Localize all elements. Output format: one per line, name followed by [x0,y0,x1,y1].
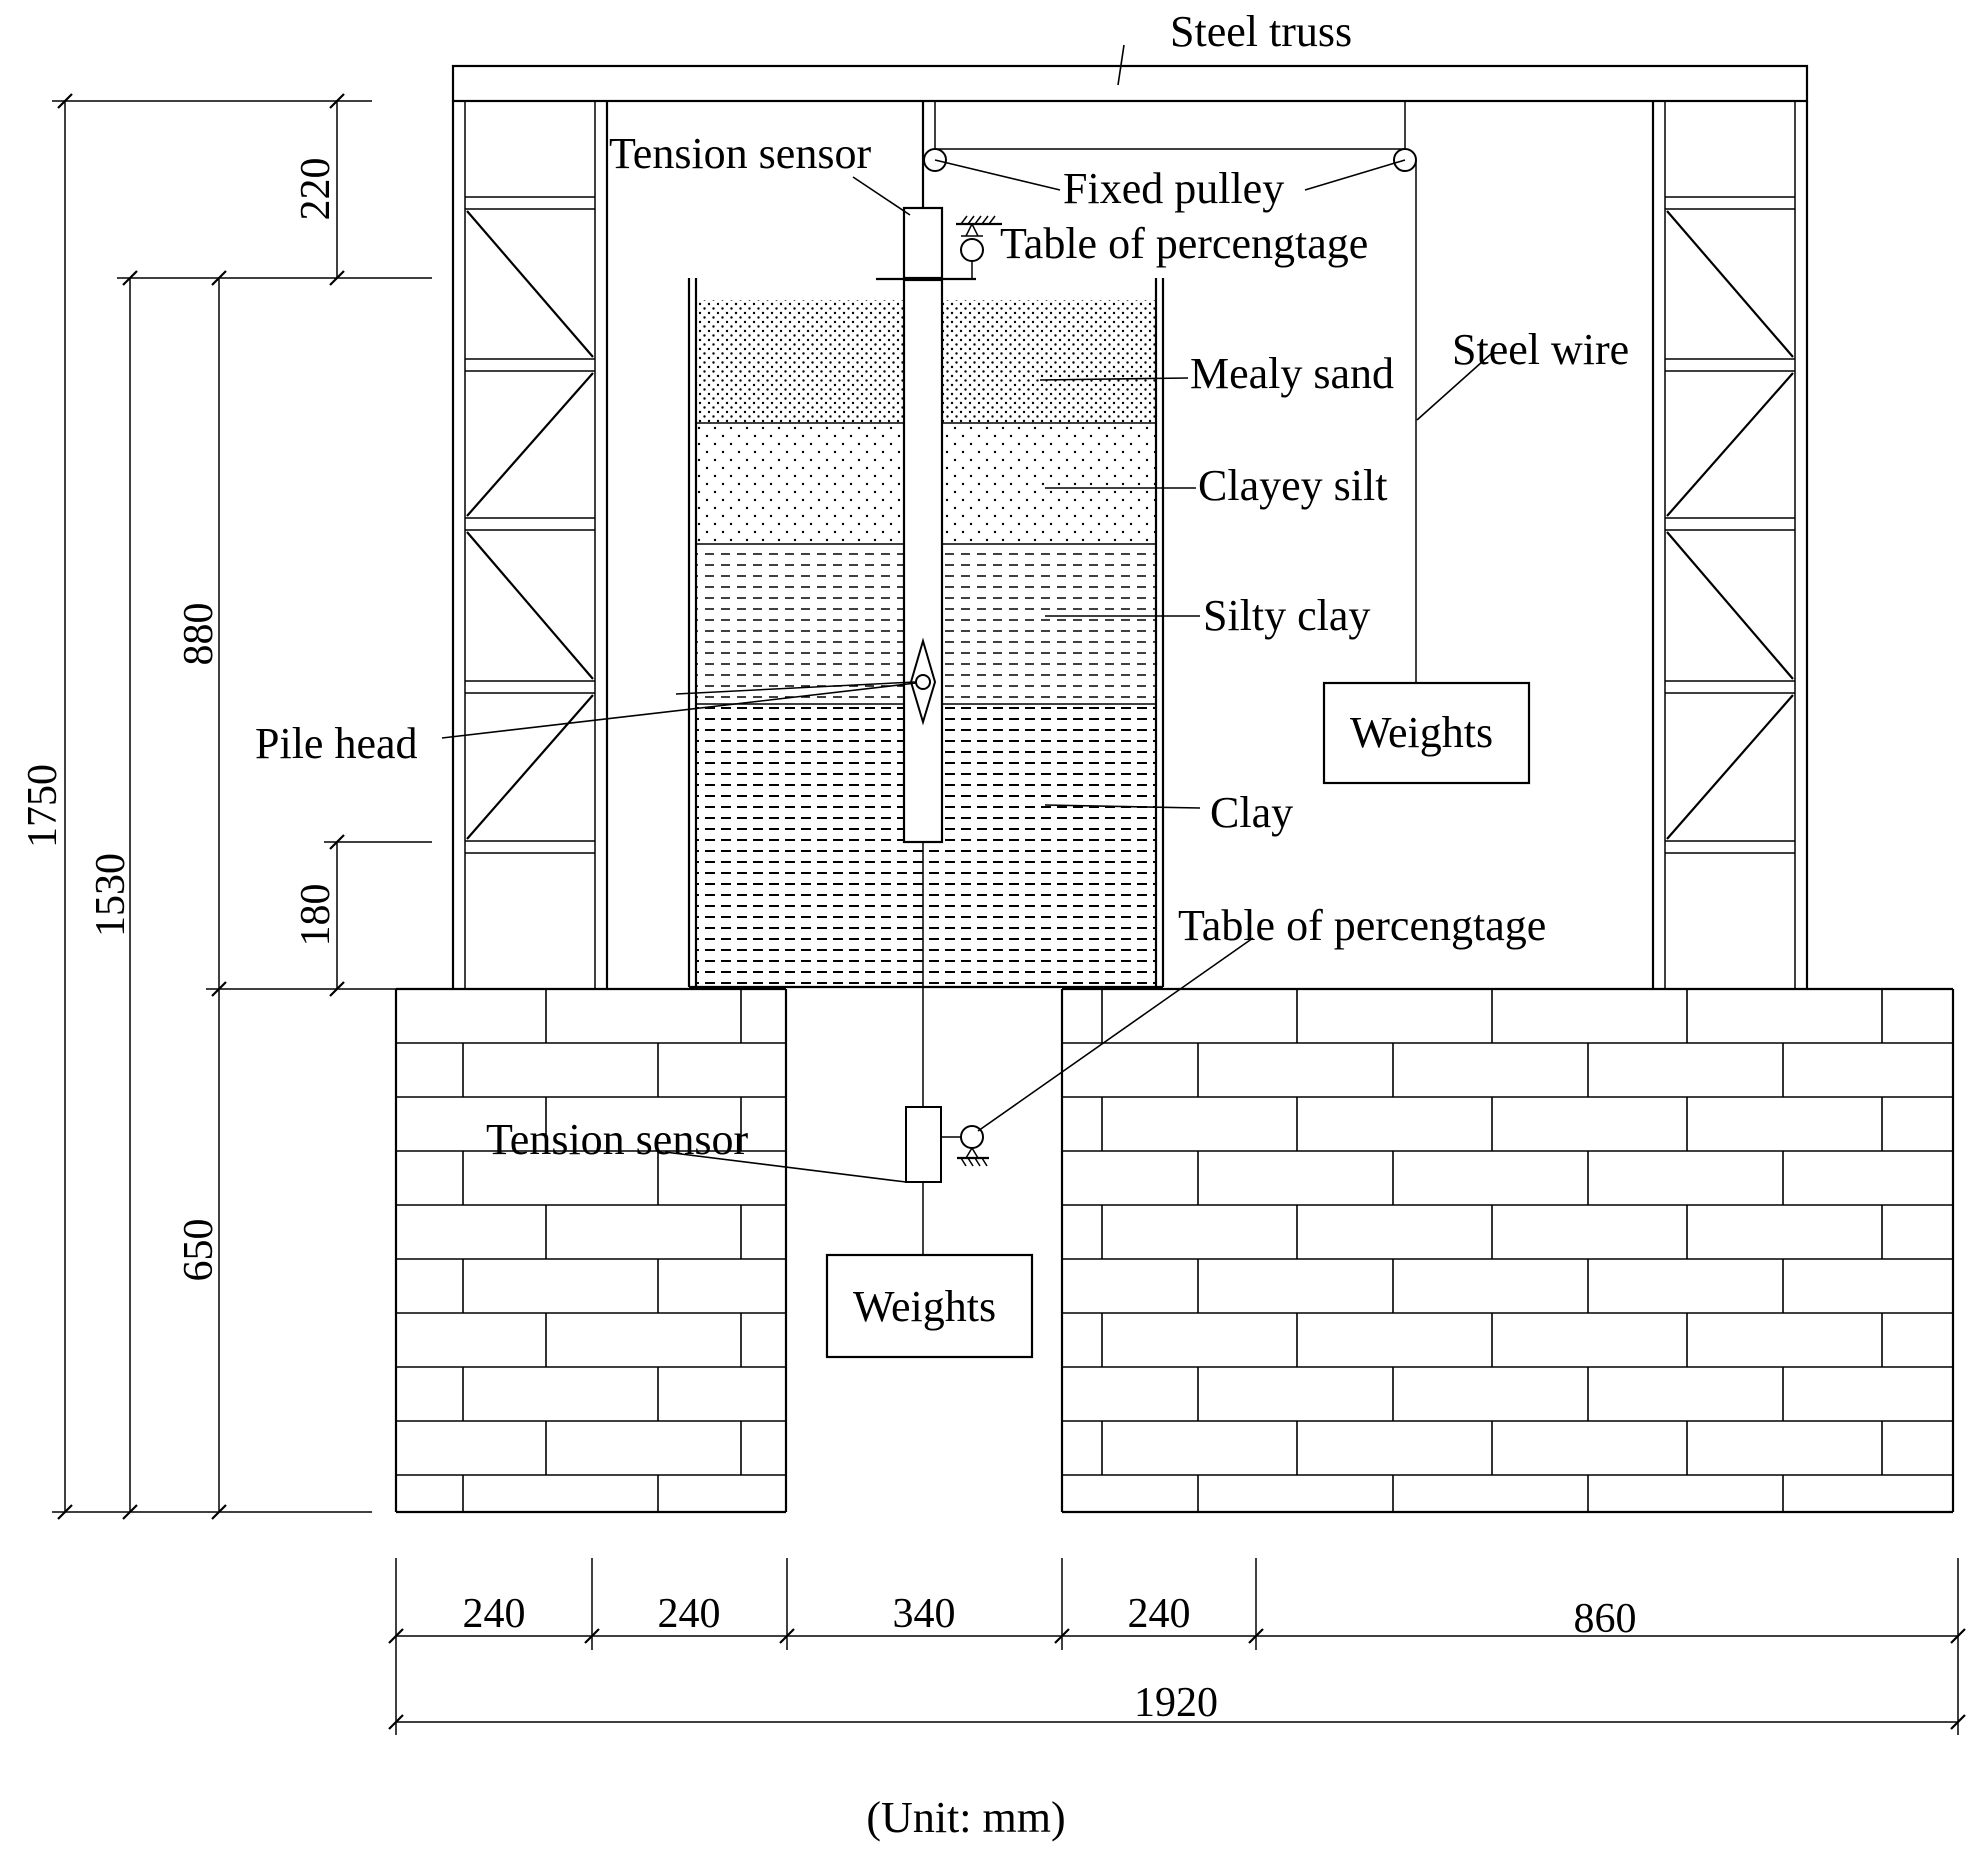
weights-right-box [1322,681,1531,785]
pile-head-marker [675,637,937,726]
component-labels: Steel truss Tension sensor Fixed pulley … [255,7,1629,1331]
dim-240-b: 240 [658,1591,721,1637]
label-weights-bottom: Weights [853,1282,996,1331]
bottom-loading-assembly [825,1106,1034,1359]
dim-340: 340 [893,1591,956,1637]
dim-650: 650 [176,1219,222,1282]
dial-gauge-top [956,215,1002,278]
dim-220: 220 [293,158,339,221]
unit-note: (Unit: mm) [866,1793,1065,1842]
tension-sensor-top-body [902,206,944,280]
weights-bottom-box [825,1253,1034,1359]
dim-1530: 1530 [88,853,134,937]
dim-860: 860 [1574,1596,1637,1642]
dim-1750: 1750 [20,764,66,848]
label-table-top: Table of percengtage [1000,219,1368,268]
pulley-system [923,101,1531,785]
label-silty-clay: Silty clay [1203,591,1370,640]
label-steel-truss: Steel truss [1170,7,1352,56]
label-fixed-pulley: Fixed pulley [1063,164,1284,213]
label-mealy-sand: Mealy sand [1190,349,1394,398]
dim-180: 180 [293,884,339,947]
model-pile [675,101,976,1255]
label-pile-head: Pile head [255,719,418,768]
label-clay: Clay [1210,788,1293,837]
right-frame-column [1651,101,1809,989]
label-tension-sensor-bottom: Tension sensor [486,1115,748,1164]
label-weights-right: Weights [1350,708,1493,757]
brick-wall-right [1060,987,1955,1514]
dimension-lines [52,93,1966,1735]
label-tension-sensor-top: Tension sensor [609,129,871,178]
brick-wall-left [394,987,788,1514]
tension-sensor-bottom-body [905,1106,942,1183]
label-table-bottom: Table of percengtage [1178,901,1546,950]
left-frame-column [451,101,609,989]
dim-1920: 1920 [1134,1680,1218,1726]
soil-box [687,278,1165,989]
leader-lines [441,44,1493,1183]
label-steel-wire: Steel wire [1452,325,1629,374]
dim-240-c: 240 [1128,1591,1191,1637]
steel-truss [451,64,1809,103]
label-clayey-silt: Clayey silt [1198,461,1387,510]
dim-240-a: 240 [463,1591,526,1637]
dim-880: 880 [176,603,222,666]
dimension-values: 220 880 1750 1530 180 650 240 240 340 24… [20,158,1637,1727]
